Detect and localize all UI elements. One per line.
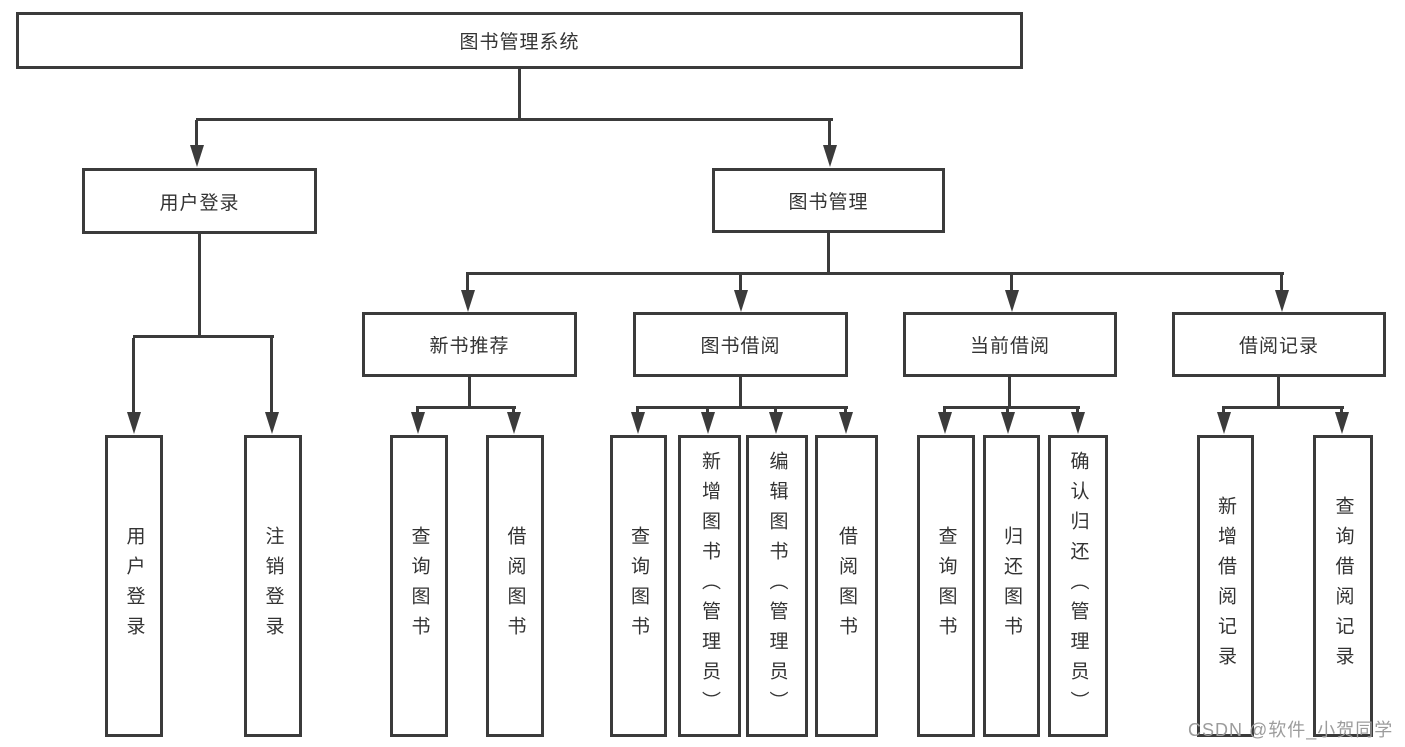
node-book-management: 图书管理 xyxy=(712,168,945,233)
connector-line xyxy=(270,338,273,414)
leaf-borrow-query-books-label: 查询图书 xyxy=(628,526,649,646)
leaf-user-login: 用户登录 xyxy=(105,435,163,737)
arrow-down-icon xyxy=(734,290,748,312)
arrow-down-icon xyxy=(631,412,645,434)
node-book-management-label: 图书管理 xyxy=(788,192,869,213)
leaf-borrow-borrow-books-label: 借阅图书 xyxy=(836,526,857,646)
connector-line xyxy=(943,406,1080,409)
leaf-user-login-label: 用户登录 xyxy=(123,526,145,646)
arrow-down-icon xyxy=(769,412,783,434)
arrow-down-icon xyxy=(1217,412,1231,434)
connector-line xyxy=(466,275,469,291)
connector-line xyxy=(416,409,419,413)
leaf-borrow-add-books-admin-label: 新增图书（管理员） xyxy=(699,451,720,721)
node-borrow-records: 借阅记录 xyxy=(1172,312,1386,377)
leaf-newbook-query-books-label: 查询图书 xyxy=(408,526,430,646)
leaf-newbook-query-books: 查询图书 xyxy=(390,435,448,737)
leaf-records-query-record: 查询借阅记录 xyxy=(1313,435,1373,737)
leaf-logout-label: 注销登录 xyxy=(262,526,284,646)
connector-line xyxy=(195,120,198,146)
leaf-borrow-borrow-books: 借阅图书 xyxy=(815,435,878,737)
leaf-current-confirm-return-admin: 确认归还（管理员） xyxy=(1048,435,1108,737)
node-user-login: 用户登录 xyxy=(82,168,317,234)
connector-line xyxy=(512,409,515,413)
connector-line xyxy=(468,376,471,407)
leaf-logout: 注销登录 xyxy=(244,435,302,737)
node-new-book-recommend-label: 新书推荐 xyxy=(429,336,510,357)
connector-line xyxy=(1010,275,1013,291)
arrow-down-icon xyxy=(1001,412,1015,434)
arrow-down-icon xyxy=(461,290,475,312)
connector-line xyxy=(1280,275,1283,291)
node-root: 图书管理系统 xyxy=(16,12,1023,69)
connector-line xyxy=(133,335,274,338)
arrow-down-icon xyxy=(701,412,715,434)
connector-line xyxy=(1340,409,1343,413)
connector-line xyxy=(943,409,946,413)
connector-line xyxy=(1076,409,1079,413)
leaf-newbook-borrow-books: 借阅图书 xyxy=(486,435,544,737)
arrow-down-icon xyxy=(823,145,837,167)
connector-line xyxy=(636,409,639,413)
arrow-down-icon xyxy=(1071,412,1085,434)
leaf-records-query-record-label: 查询借阅记录 xyxy=(1332,496,1354,676)
leaf-records-add-record: 新增借阅记录 xyxy=(1197,435,1254,737)
connector-line xyxy=(739,275,742,291)
connector-line xyxy=(636,406,848,409)
connector-line xyxy=(828,120,831,146)
connector-line xyxy=(1006,409,1009,413)
leaf-borrow-edit-books-admin: 编辑图书（管理员） xyxy=(746,435,808,737)
node-book-borrow: 图书借阅 xyxy=(633,312,848,377)
node-book-borrow-label: 图书借阅 xyxy=(700,336,781,357)
node-borrow-records-label: 借阅记录 xyxy=(1238,336,1319,357)
leaf-current-return-books-label: 归还图书 xyxy=(1001,526,1022,646)
connector-line xyxy=(196,118,833,121)
connector-line xyxy=(1222,409,1225,413)
connector-line xyxy=(132,338,135,414)
leaf-current-query-books-label: 查询图书 xyxy=(935,526,957,646)
arrow-down-icon xyxy=(839,412,853,434)
arrow-down-icon xyxy=(190,145,204,167)
leaf-current-confirm-return-admin-label: 确认归还（管理员） xyxy=(1067,451,1089,721)
leaf-borrow-query-books: 查询图书 xyxy=(610,435,667,737)
leaf-current-return-books: 归还图书 xyxy=(983,435,1040,737)
connector-line xyxy=(739,376,742,407)
leaf-records-add-record-label: 新增借阅记录 xyxy=(1215,496,1236,676)
leaf-newbook-borrow-books-label: 借阅图书 xyxy=(504,526,526,646)
node-root-label: 图书管理系统 xyxy=(459,32,580,53)
leaf-current-query-books: 查询图书 xyxy=(917,435,975,737)
connector-line xyxy=(827,233,830,273)
watermark: CSDN @软件_小贺同学 xyxy=(1188,720,1394,740)
connector-line xyxy=(518,69,521,120)
arrow-down-icon xyxy=(1275,290,1289,312)
node-current-borrow: 当前借阅 xyxy=(903,312,1117,377)
leaf-borrow-add-books-admin: 新增图书（管理员） xyxy=(678,435,741,737)
arrow-down-icon xyxy=(1005,290,1019,312)
connector-line xyxy=(466,272,1284,275)
node-user-login-label: 用户登录 xyxy=(159,192,240,214)
connector-line xyxy=(774,409,777,413)
connector-line xyxy=(706,409,709,413)
arrow-down-icon xyxy=(127,412,141,434)
arrow-down-icon xyxy=(265,412,279,434)
node-new-book-recommend: 新书推荐 xyxy=(362,312,577,377)
connector-line xyxy=(844,409,847,413)
arrow-down-icon xyxy=(507,412,521,434)
connector-line xyxy=(416,406,516,409)
connector-line xyxy=(198,233,201,336)
arrow-down-icon xyxy=(938,412,952,434)
arrow-down-icon xyxy=(411,412,425,434)
leaf-borrow-edit-books-admin-label: 编辑图书（管理员） xyxy=(766,451,788,721)
connector-line xyxy=(1222,406,1344,409)
connector-line xyxy=(1277,376,1280,407)
connector-line xyxy=(1008,376,1011,407)
node-current-borrow-label: 当前借阅 xyxy=(969,336,1050,357)
arrow-down-icon xyxy=(1335,412,1349,434)
